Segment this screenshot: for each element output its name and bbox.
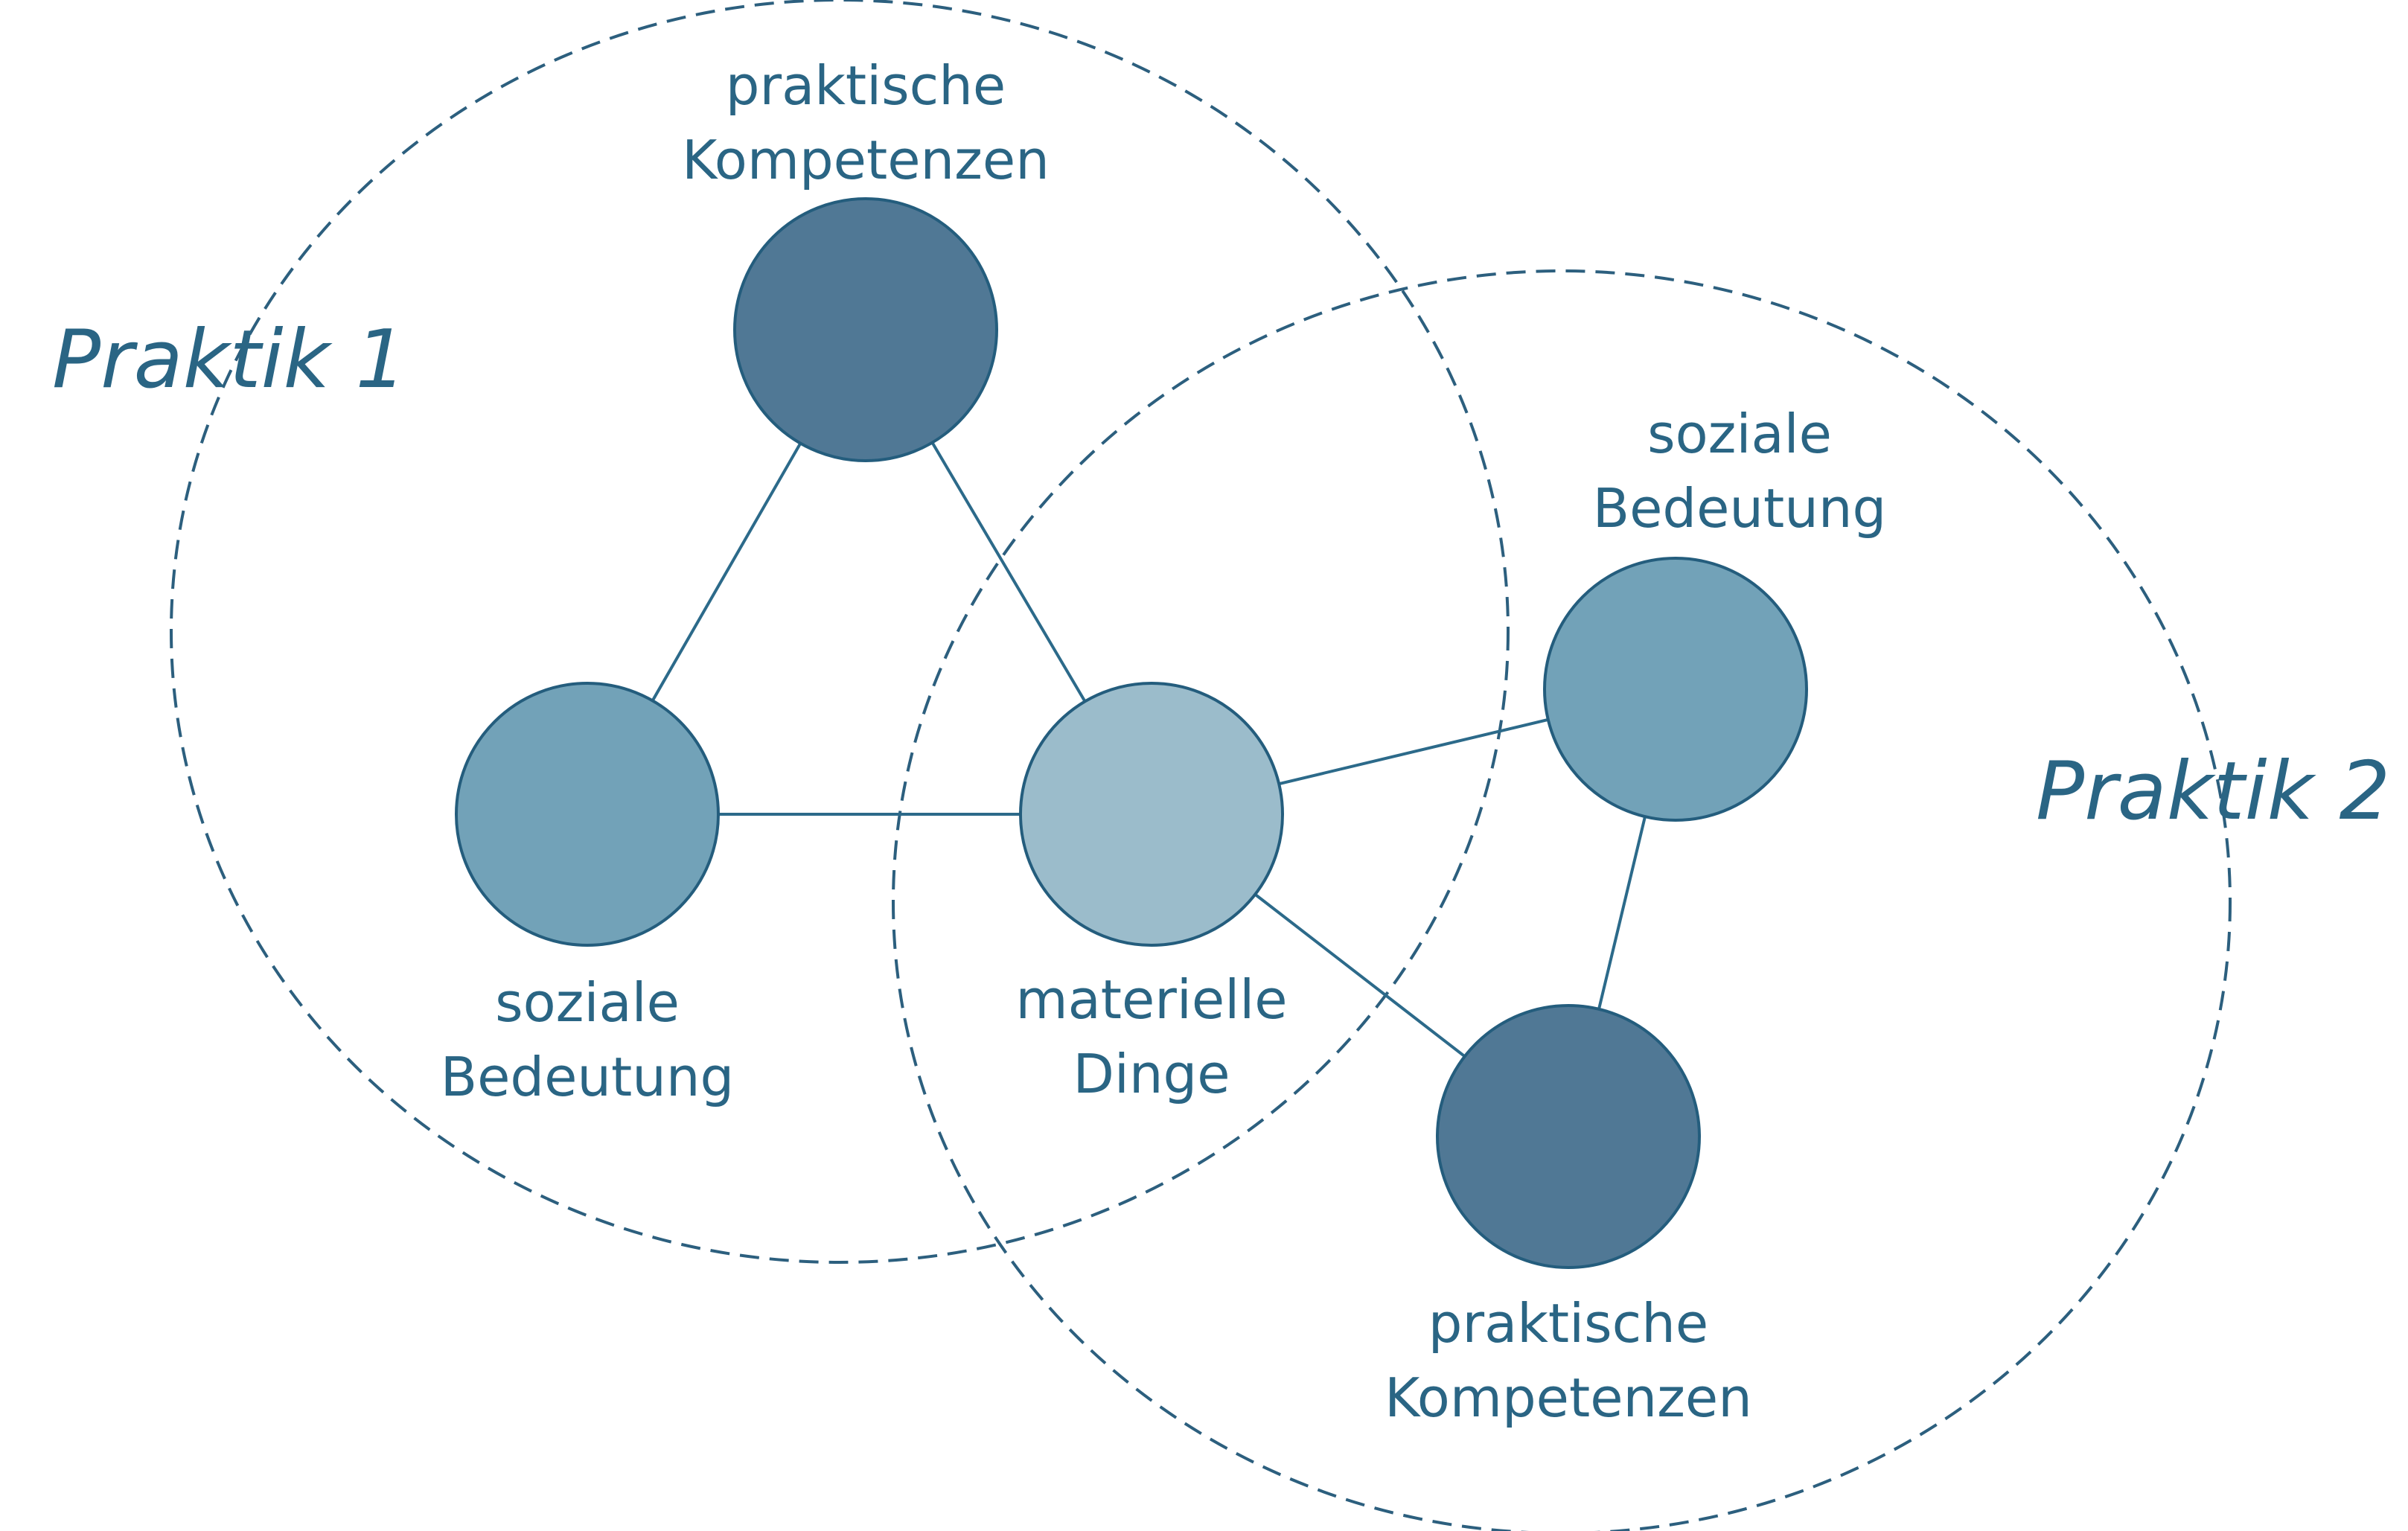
label-p1-kompetenzen-line1: praktische	[726, 54, 1006, 117]
label-p1-bedeutung-line1: soziale	[495, 971, 680, 1034]
label-p2-kompetenzen-line2: Kompetenzen	[1385, 1367, 1752, 1429]
praktik-1-boundary	[170, 0, 1510, 1264]
node-p1-soziale-bedeutung	[455, 682, 720, 947]
label-materielle-line2: Dinge	[1073, 1043, 1230, 1105]
label-p1-kompetenzen-line2: Kompetenzen	[682, 129, 1050, 191]
label-p2-bedeutung-line2: Bedeutung	[1593, 477, 1887, 540]
praktik-2-boundary	[892, 269, 2232, 1531]
praktik-2-title: Praktik 2	[2036, 745, 2390, 838]
node-p2-praktische-kompetenzen	[1436, 1004, 1701, 1269]
label-materielle-line1: materielle	[1016, 968, 1288, 1031]
praktik-1-title: Praktik 1	[52, 313, 406, 406]
node-materielle-dinge	[1019, 682, 1284, 947]
label-p1-bedeutung-line2: Bedeutung	[441, 1046, 735, 1108]
node-p1-praktische-kompetenzen	[733, 197, 998, 462]
label-p2-kompetenzen-line1: praktische	[1428, 1292, 1708, 1355]
label-p2-bedeutung-line1: soziale	[1647, 403, 1832, 465]
node-p2-soziale-bedeutung	[1543, 557, 1808, 822]
